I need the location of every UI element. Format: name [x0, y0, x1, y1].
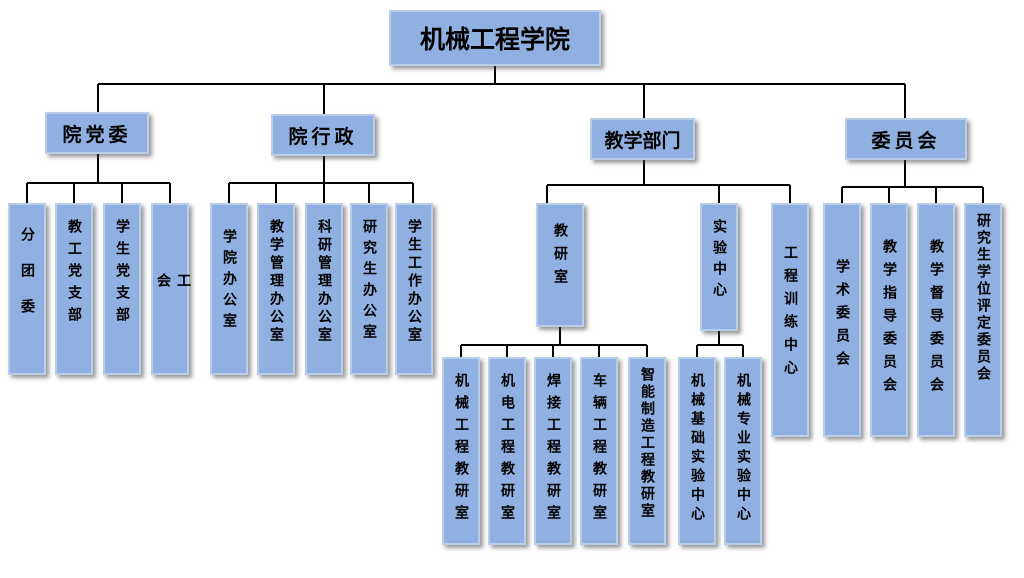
- node-league-committee-label: 分团委: [19, 227, 35, 335]
- node-mechanical-engineering-section-label: 机械工程教研室: [453, 373, 469, 527]
- node-experiment-center-label: 实验中心: [711, 219, 727, 303]
- node-mechanical-engineering-section: 机械工程教研室: [442, 357, 480, 545]
- node-graduate-office-label: 研究生办公室: [361, 219, 377, 345]
- node-teaching-research-sections: 教研室: [536, 203, 584, 327]
- node-mechanical-basics-lab-center: 机械基础实验中心: [678, 357, 716, 545]
- node-committees: 委员会: [845, 118, 967, 160]
- node-degree-evaluation-committee: 研究生学位评定委员会: [964, 203, 1002, 437]
- node-mechanical-basics-lab-center-label: 机械基础实验中心: [689, 373, 705, 525]
- node-administration-label: 院行政: [288, 125, 358, 148]
- node-academic-committee: 学术委员会: [823, 203, 861, 437]
- node-teaching-management-office-label: 教学管理办公室: [268, 219, 284, 345]
- node-engineering-training-center: 工程训练中心: [771, 203, 809, 437]
- node-student-affairs-office-label: 学生工作办公室: [406, 219, 422, 345]
- node-labor-union: 工会: [151, 203, 191, 375]
- node-teaching-guidance-committee-label: 教学指导委员会: [881, 239, 897, 400]
- node-intelligent-manufacturing-section-label: 智能制造工程教研室: [639, 367, 655, 520]
- node-teaching-guidance-committee: 教学指导委员会: [870, 203, 908, 437]
- node-college-office-label: 学院办公室: [221, 229, 237, 334]
- node-mechatronics-section-label: 机电工程教研室: [499, 373, 515, 527]
- node-research-management-office-label: 科研管理办公室: [316, 219, 332, 345]
- node-mechanical-specialty-lab-center-label: 机械专业实验中心: [735, 373, 751, 525]
- node-research-management-office: 科研管理办公室: [305, 203, 343, 375]
- node-welding-engineering-section: 焊接工程教研室: [534, 357, 572, 545]
- node-root-label: 机械工程学院: [419, 25, 570, 54]
- node-root: 机械工程学院: [389, 10, 601, 66]
- node-experiment-center: 实验中心: [700, 203, 738, 331]
- node-teaching-departments: 教学部门: [590, 118, 695, 160]
- node-league-committee: 分团委: [8, 203, 46, 375]
- node-staff-party-branch-label: 教工党支部: [66, 219, 82, 329]
- node-student-party-branch: 学生党支部: [103, 203, 141, 375]
- node-teaching-research-sections-label: 教研室: [552, 223, 568, 292]
- node-party-committee-label: 院党委: [62, 123, 132, 146]
- node-student-party-branch-label: 学生党支部: [114, 219, 130, 329]
- node-intelligent-manufacturing-section: 智能制造工程教研室: [628, 357, 666, 545]
- node-graduate-office: 研究生办公室: [350, 203, 388, 375]
- node-teaching-management-office: 教学管理办公室: [257, 203, 295, 375]
- node-administration: 院行政: [271, 114, 375, 156]
- node-student-affairs-office: 学生工作办公室: [395, 203, 433, 375]
- node-teaching-supervision-committee-label: 教学督导委员会: [928, 239, 944, 400]
- node-academic-committee-label: 学术委员会: [834, 259, 850, 374]
- node-mechanical-specialty-lab-center: 机械专业实验中心: [724, 357, 762, 545]
- node-teaching-departments-label: 教学部门: [604, 129, 681, 152]
- node-mechatronics-section: 机电工程教研室: [488, 357, 526, 545]
- node-college-office: 学院办公室: [210, 203, 248, 375]
- node-degree-evaluation-committee-label: 研究生学位评定委员会: [975, 213, 991, 383]
- node-welding-engineering-section-label: 焊接工程教研室: [545, 373, 561, 527]
- node-labor-union-label: 工会: [155, 273, 191, 343]
- node-party-committee: 院党委: [45, 112, 149, 154]
- node-vehicle-engineering-section-label: 车辆工程教研室: [591, 373, 607, 527]
- node-vehicle-engineering-section: 车辆工程教研室: [580, 357, 618, 545]
- node-staff-party-branch: 教工党支部: [55, 203, 93, 375]
- node-committees-label: 委员会: [871, 129, 941, 152]
- node-engineering-training-center-label: 工程训练中心: [782, 245, 798, 383]
- node-teaching-supervision-committee: 教学督导委员会: [917, 203, 955, 437]
